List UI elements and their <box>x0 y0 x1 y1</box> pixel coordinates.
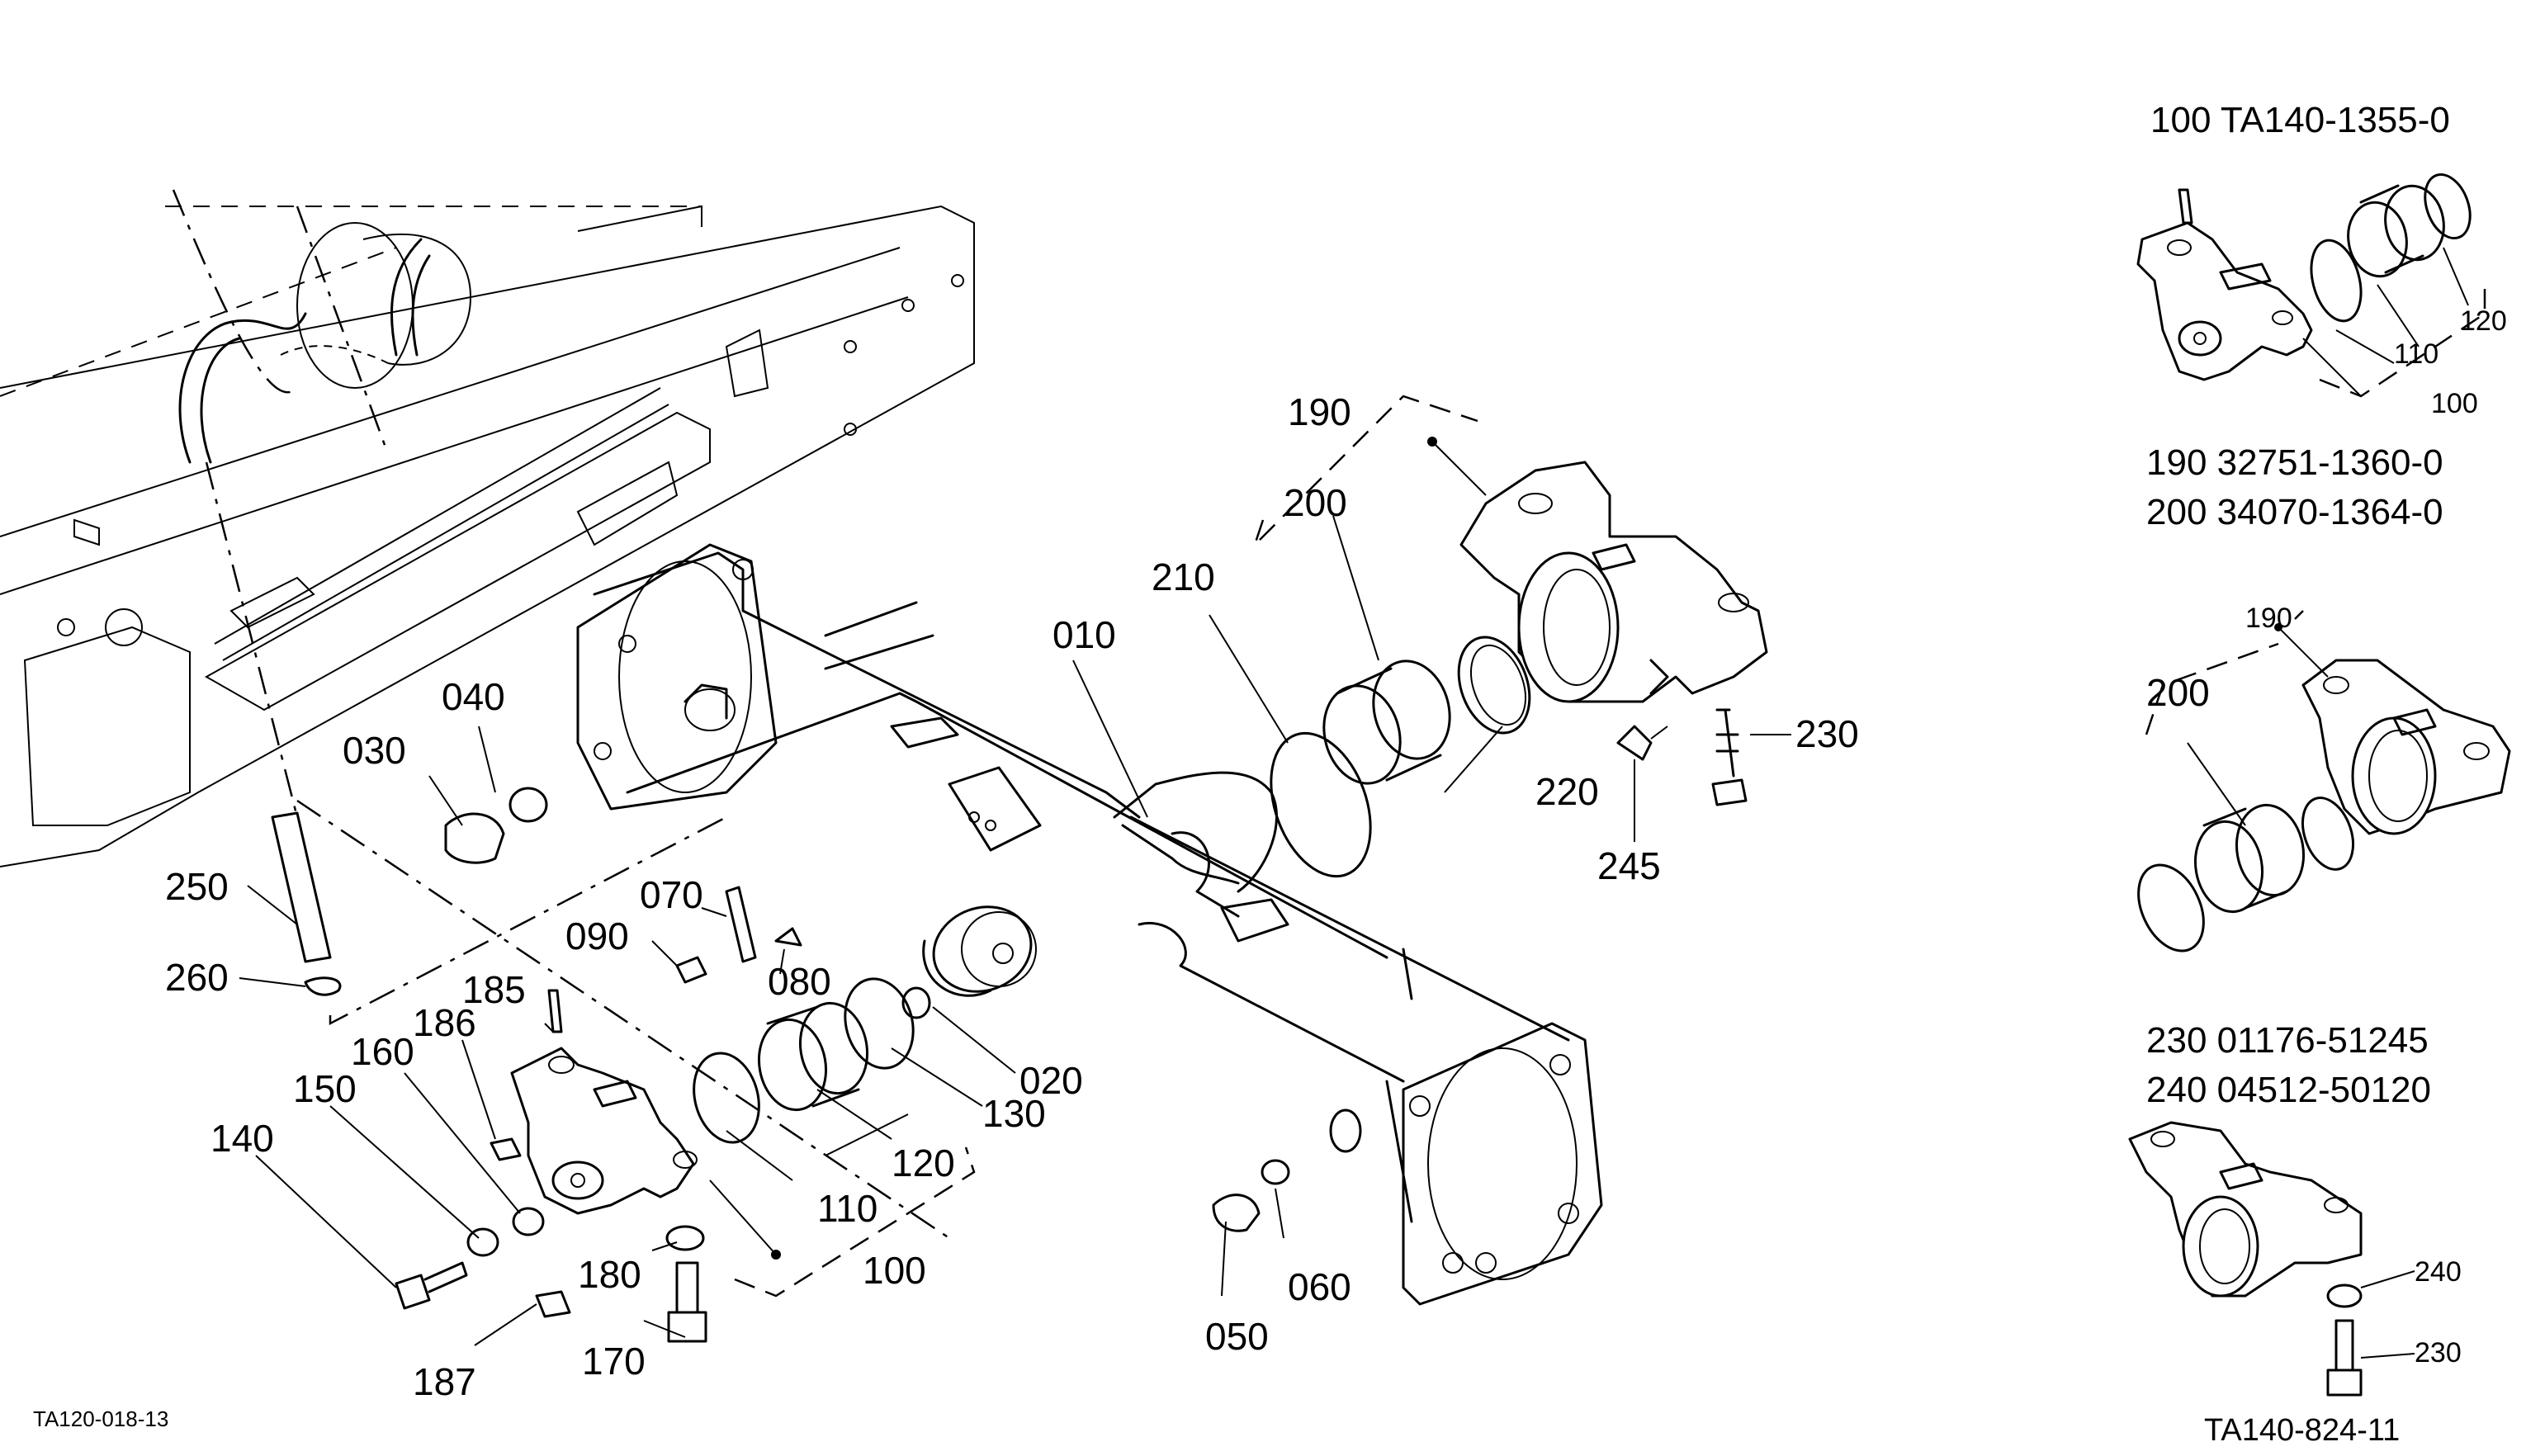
part-110-seal <box>693 1052 760 1144</box>
inset3-label-240: 240 <box>2415 1256 2462 1288</box>
label-150: 150 <box>293 1067 357 1110</box>
label-110: 110 <box>817 1187 877 1230</box>
part-180-washer <box>665 1225 705 1251</box>
label-200: 200 <box>1284 481 1347 524</box>
drawing-code-insets: TA140-824-11 <box>2204 1413 2400 1448</box>
part-230-bolt <box>1711 708 1748 806</box>
label-120: 120 <box>892 1142 955 1184</box>
leader-lines <box>239 395 1791 1346</box>
part-030-plug <box>444 812 505 864</box>
part-186-grease-fitting <box>490 1137 522 1161</box>
label-010: 010 <box>1052 613 1116 656</box>
part-090-bolt <box>675 956 707 984</box>
part-050-plug <box>1212 1194 1261 1232</box>
inset2-caption-b: 200 34070-1364-0 <box>2146 492 2443 532</box>
label-245: 245 <box>1597 844 1661 887</box>
label-250: 250 <box>165 865 229 908</box>
part-130-oring <box>844 977 915 1070</box>
part-170-bolt <box>667 1261 707 1343</box>
part-245-grease-fitting <box>1616 725 1668 761</box>
inset-190-200: 190 32751-1360-0 200 34070-1364-0 190 20… <box>2137 442 2511 953</box>
inset3-label-230: 230 <box>2415 1337 2462 1369</box>
inset3-caption-a: 230 01176-51245 <box>2146 1020 2429 1061</box>
label-100: 100 <box>863 1249 926 1292</box>
inset2-caption-a: 190 32751-1360-0 <box>2146 442 2443 483</box>
label-060: 060 <box>1288 1265 1351 1308</box>
inset2-label-200: 200 <box>2146 671 2210 714</box>
drawing-code-main: TA120-018-13 <box>33 1406 168 1431</box>
label-080: 080 <box>768 960 831 1003</box>
inset2-label-190: 190 <box>2245 603 2292 634</box>
label-050: 050 <box>1205 1315 1269 1358</box>
part-070-valve <box>725 886 757 963</box>
label-230: 230 <box>1795 712 1859 755</box>
label-020: 020 <box>1019 1059 1083 1102</box>
label-186: 186 <box>413 1001 476 1044</box>
part-200-bushing <box>1322 659 1451 785</box>
label-090: 090 <box>565 915 629 957</box>
part-010-axle-housing <box>576 543 1603 1306</box>
part-260-clip <box>304 976 342 996</box>
part-150-washer <box>466 1227 499 1257</box>
label-130: 130 <box>982 1092 1046 1135</box>
label-040: 040 <box>442 675 505 718</box>
label-180: 180 <box>578 1253 641 1296</box>
part-185-pin <box>547 989 563 1033</box>
part-250-pin <box>205 461 332 963</box>
label-160: 160 <box>351 1030 414 1073</box>
part-080-clip <box>774 927 802 947</box>
part-220-seal <box>1457 636 1531 735</box>
part-020-collar <box>901 986 931 1019</box>
part-100-support <box>510 1047 698 1215</box>
part-187-setscrew <box>535 1290 571 1318</box>
label-187: 187 <box>413 1360 476 1403</box>
inset-100: 100 TA140-1355-0 120 110 100 <box>2136 100 2507 419</box>
inset3-caption-b: 240 04512-50120 <box>2146 1070 2431 1110</box>
main-labels: 010 020 030 040 050 060 070 080 090 100 … <box>165 390 1859 1403</box>
part-160-washer <box>512 1207 545 1236</box>
part-040-washer <box>509 787 548 823</box>
label-210: 210 <box>1152 555 1215 598</box>
part-060-washer <box>1261 1159 1290 1185</box>
inset1-label-120: 120 <box>2460 305 2507 337</box>
inset1-label-100: 100 <box>2431 388 2478 419</box>
inset-230-240: 230 01176-51245 240 04512-50120 240 230 <box>2128 1020 2462 1397</box>
label-140: 140 <box>210 1117 274 1160</box>
part-120-bushing <box>757 1001 869 1112</box>
label-030: 030 <box>343 729 406 772</box>
label-070: 070 <box>640 873 703 916</box>
frame-outline <box>0 189 975 867</box>
inset1-caption: 100 TA140-1355-0 <box>2150 100 2450 140</box>
label-170: 170 <box>582 1340 646 1383</box>
frame-centerline <box>296 799 950 1240</box>
part-210-oring <box>1270 731 1372 878</box>
label-185: 185 <box>462 968 526 1011</box>
label-220: 220 <box>1535 770 1599 813</box>
part-190-bracket <box>1459 461 1768 703</box>
part-140-bolt <box>395 1261 468 1310</box>
label-260: 260 <box>165 956 229 999</box>
inset1-label-110: 110 <box>2394 338 2438 370</box>
label-190: 190 <box>1288 390 1351 433</box>
